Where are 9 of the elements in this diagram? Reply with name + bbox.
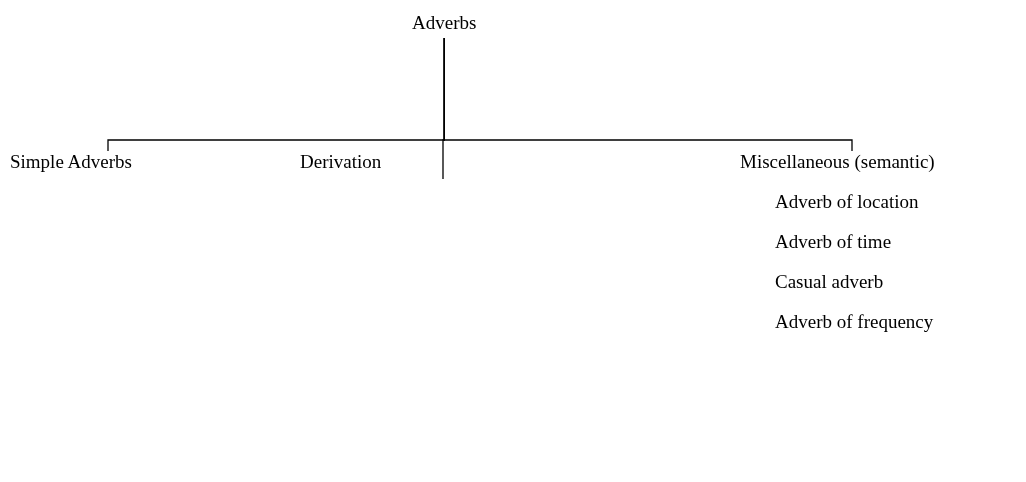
subcategory-label: Casual adverb [775,271,884,293]
root-label: Adverbs [412,12,477,34]
subcategory-label: Adverb of time [775,231,892,253]
category-label: Simple Adverbs [10,151,132,173]
subcategory-label: Adverb of location [775,191,919,213]
category-label: Miscellaneous (semantic) [740,151,935,173]
tree-connector [443,37,853,152]
category-label: Derivation [300,151,443,173]
subcategory-label: Adverb of frequency [775,311,934,333]
